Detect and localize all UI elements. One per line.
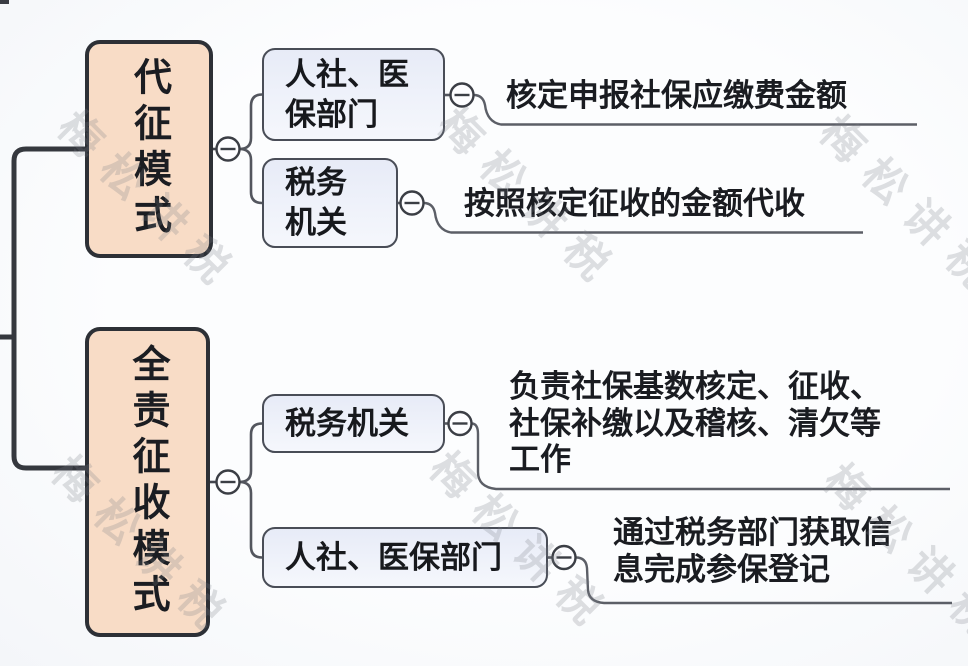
branch2-child2-connector (239, 480, 263, 559)
branch1-child2-leaf-line (423, 201, 863, 234)
collapse-toggle-branch1[interactable] (215, 136, 241, 162)
leaf-anzhao-heding[interactable]: 按照核定征收的金额代收 (464, 186, 805, 221)
child-label: 税务机关 (285, 405, 409, 441)
child-label: 税务 机关 (285, 165, 347, 240)
leaf-heding-shenbao[interactable]: 核定申报社保应缴费金额 (506, 78, 847, 113)
collapse-toggle-branch1-child1[interactable] (449, 82, 475, 108)
node-renshe-yibao-bumen-1[interactable]: 人社、医 保部门 (262, 48, 445, 141)
node-daizheng-moshi[interactable]: 代征模式 (85, 40, 213, 258)
branch2-child1-connector (239, 422, 263, 484)
branch2-child1-leaf-line (471, 422, 950, 491)
branch1-child2-connector (239, 147, 263, 205)
node-shuiwu-jiguan-2[interactable]: 税务机关 (262, 394, 445, 453)
root-bracket-line (11, 146, 88, 471)
leaf-fuze-shebao[interactable]: 负责社保基数核定、征收、 社保补缴以及稽核、清欠等 工作 (509, 369, 881, 477)
branch1-child1-connector (239, 93, 263, 151)
node-shuiwu-jiguan-1[interactable]: 税务 机关 (262, 158, 398, 248)
node-label: 代征模式 (127, 57, 170, 241)
branch2-child2-leaf-line (575, 556, 952, 605)
node-label: 全责征收模式 (126, 344, 168, 620)
leaf-tongguo-shuiwu[interactable]: 通过税务部门获取信 息完成参保登记 (613, 515, 892, 587)
child-label: 人社、医保部门 (285, 539, 502, 575)
collapse-toggle-branch2-child1[interactable] (447, 410, 473, 437)
node-quanze-zhengshou-moshi[interactable]: 全责征收模式 (85, 327, 210, 637)
collapse-toggle-branch2[interactable] (215, 469, 241, 495)
collapse-toggle-branch1-child2[interactable] (399, 190, 425, 216)
node-renshe-yibao-bumen-2[interactable]: 人社、医保部门 (262, 527, 548, 588)
corner-artifact (0, 0, 9, 4)
branch1-child1-leaf-line (473, 93, 917, 126)
child-label: 人社、医 保部门 (285, 56, 409, 132)
collapse-toggle-branch2-child2[interactable] (551, 544, 577, 571)
